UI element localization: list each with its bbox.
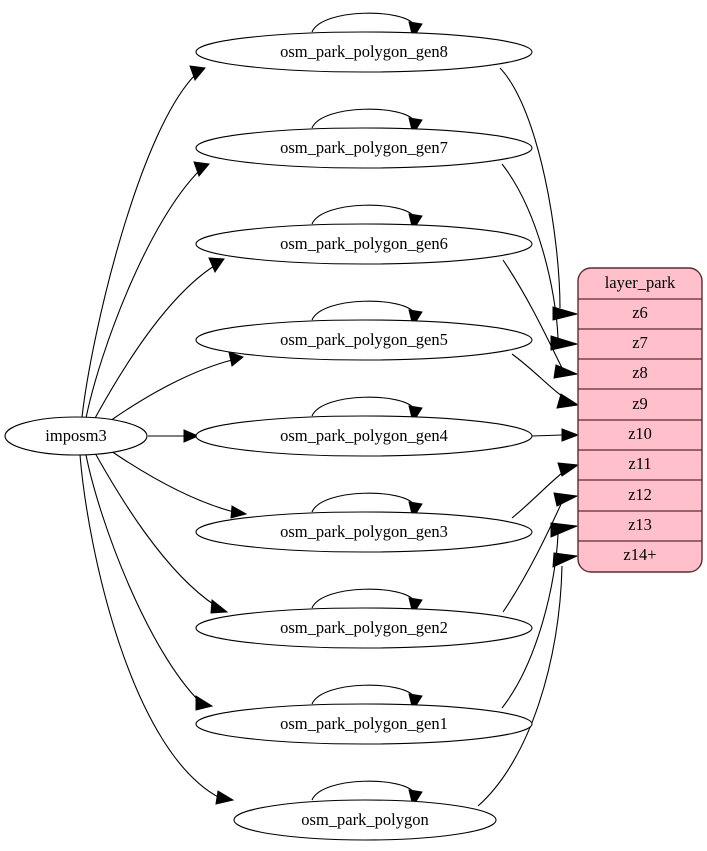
edge-base-to-z14 bbox=[477, 552, 579, 807]
edge-gen4-to-z10 bbox=[531, 428, 580, 442]
edge-imposm3-to-gen2 bbox=[94, 452, 229, 614]
table-row-z8[interactable]: z8 bbox=[632, 363, 648, 382]
gen2-label: osm_park_polygon_gen2 bbox=[280, 618, 448, 637]
layer-park-outline bbox=[577, 267, 703, 573]
edge-imposm3-to-gen4 bbox=[148, 429, 200, 443]
gen2-ellipse[interactable] bbox=[195, 607, 533, 649]
gen4-label: osm_park_polygon_gen4 bbox=[280, 426, 448, 445]
node-gen5[interactable]: osm_park_polygon_gen5 bbox=[195, 319, 533, 361]
gen3-label: osm_park_polygon_gen3 bbox=[280, 522, 448, 541]
node-gen1[interactable]: osm_park_polygon_gen1 bbox=[195, 703, 533, 745]
gen5-label: osm_park_polygon_gen5 bbox=[280, 330, 448, 349]
edges-to-layer-park bbox=[477, 67, 580, 807]
edges-from-imposm3 bbox=[79, 65, 248, 805]
edge-gen8-to-z6 bbox=[499, 67, 579, 321]
edge-imposm3-to-gen5 bbox=[109, 351, 245, 422]
gen8-label: osm_park_polygon_gen8 bbox=[280, 42, 448, 61]
edge-imposm3-to-gen8 bbox=[81, 65, 206, 418]
node-layer-park-table[interactable]: layer_park z6 z7 z8 z9 z10 z11 z12 z13 z… bbox=[577, 267, 703, 573]
table-row-z13[interactable]: z13 bbox=[628, 515, 652, 534]
gen7-ellipse[interactable] bbox=[195, 127, 533, 169]
imposm3-ellipse[interactable] bbox=[4, 416, 148, 456]
edge-gen5-to-z9 bbox=[511, 353, 580, 409]
table-row-z7[interactable]: z7 bbox=[632, 333, 648, 352]
edge-imposm3-to-gen1 bbox=[85, 454, 214, 711]
edge-gen7-to-z7 bbox=[501, 163, 579, 351]
node-gen8[interactable]: osm_park_polygon_gen8 bbox=[195, 31, 533, 73]
base-ellipse[interactable] bbox=[233, 799, 497, 841]
node-gen3[interactable]: osm_park_polygon_gen3 bbox=[195, 511, 533, 553]
gen1-label: osm_park_polygon_gen1 bbox=[280, 714, 448, 733]
node-gen7[interactable]: osm_park_polygon_gen7 bbox=[195, 127, 533, 169]
edge-gen1-to-z13 bbox=[501, 522, 579, 709]
edge-imposm3-to-base bbox=[79, 454, 235, 805]
edge-gen2-to-z12 bbox=[502, 492, 579, 613]
node-gen2[interactable]: osm_park_polygon_gen2 bbox=[195, 607, 533, 649]
base-label: osm_park_polygon bbox=[301, 810, 428, 829]
imposm3-label: imposm3 bbox=[45, 426, 106, 445]
table-row-z14plus[interactable]: z14+ bbox=[623, 545, 656, 564]
gen6-ellipse[interactable] bbox=[195, 223, 533, 265]
edge-imposm3-to-gen7 bbox=[85, 161, 210, 419]
gen4-ellipse[interactable] bbox=[195, 415, 533, 457]
node-base[interactable]: osm_park_polygon bbox=[233, 799, 497, 841]
edge-gen6-to-z8 bbox=[502, 259, 579, 379]
node-imposm3[interactable]: imposm3 bbox=[4, 416, 148, 456]
node-gen4[interactable]: osm_park_polygon_gen4 bbox=[195, 415, 533, 457]
table-row-z6[interactable]: z6 bbox=[632, 303, 648, 322]
gen8-ellipse[interactable] bbox=[195, 31, 533, 73]
edge-imposm3-to-gen3 bbox=[110, 450, 248, 519]
gen6-label: osm_park_polygon_gen6 bbox=[280, 234, 448, 253]
table-row-z12[interactable]: z12 bbox=[628, 485, 652, 504]
edge-imposm3-to-gen6 bbox=[93, 257, 225, 421]
layer-park-header-label: layer_park bbox=[605, 273, 676, 292]
table-row-z9[interactable]: z9 bbox=[632, 394, 648, 413]
gen1-ellipse[interactable] bbox=[195, 703, 533, 745]
node-gen6[interactable]: osm_park_polygon_gen6 bbox=[195, 223, 533, 265]
table-row-z11[interactable]: z11 bbox=[628, 454, 651, 473]
gen5-ellipse[interactable] bbox=[195, 319, 533, 361]
table-row-z10[interactable]: z10 bbox=[628, 424, 652, 443]
gen3-ellipse[interactable] bbox=[195, 511, 533, 553]
gen7-label: osm_park_polygon_gen7 bbox=[280, 138, 448, 157]
edge-gen3-to-z11 bbox=[511, 462, 580, 519]
